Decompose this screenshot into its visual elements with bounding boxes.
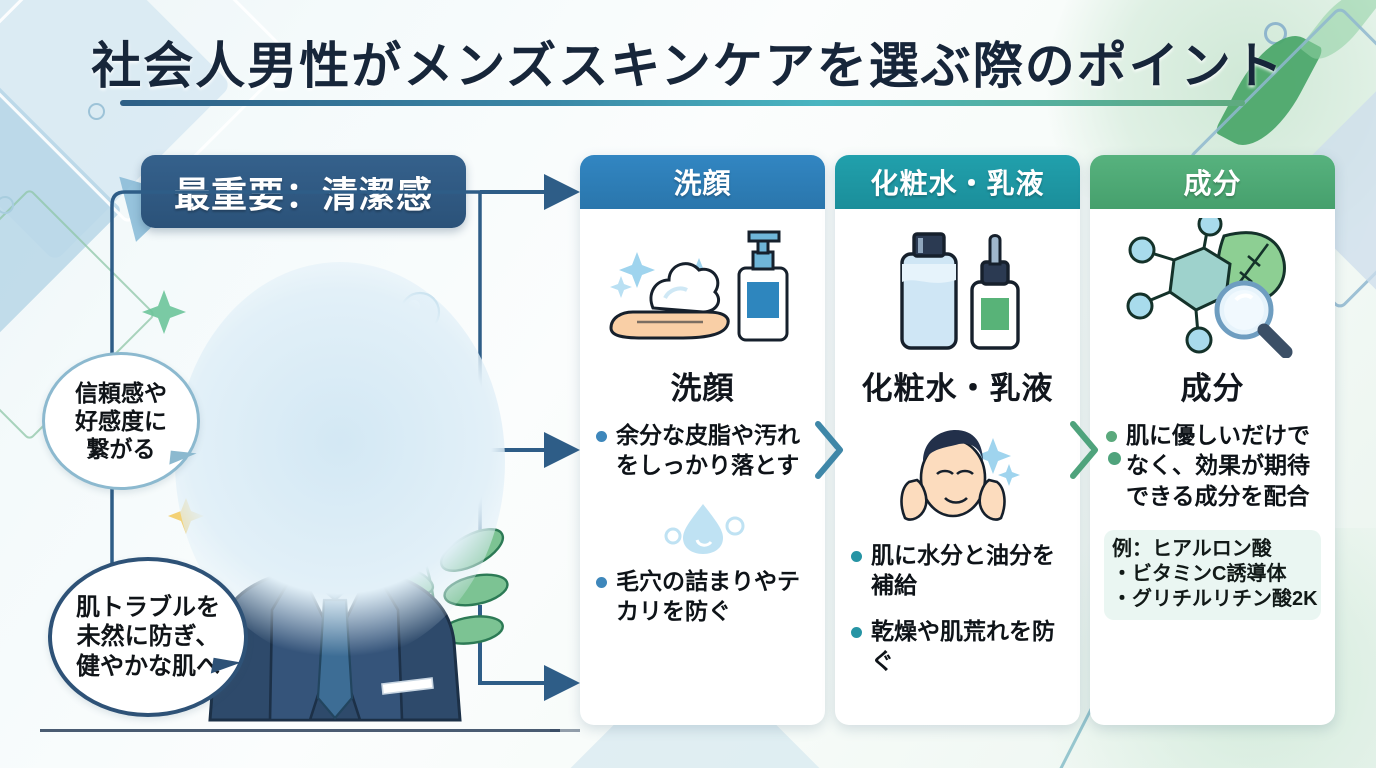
card-cleansing-title: 洗顔 — [670, 371, 735, 406]
prevention-bubble-line-3: 健やかな肌へ — [76, 652, 220, 680]
card-lotion-emulsion-header-label: 化粧水・乳液 — [870, 168, 1045, 199]
card-ingredients[interactable]: 成分 — [1090, 155, 1335, 725]
card-lotion-emulsion-body: 化粧水・乳液 肌に水分と油分を補給 — [835, 209, 1080, 725]
ground-line-dash — [550, 729, 580, 732]
molecule-leaf-magnifier-icon — [1104, 215, 1321, 361]
card-cleansing[interactable]: 洗顔 — [580, 155, 825, 725]
trust-bubble-line-3: 繋がる — [86, 436, 156, 463]
bullet-item: 毛穴の詰まりやテカリを防ぐ — [594, 566, 811, 627]
card-cleansing-header: 洗顔 — [580, 155, 825, 209]
bullet-item: 肌に優しいだけでなく、効果が期待できる成分を配合 — [1104, 420, 1321, 511]
key-point-badge-label: 最重要：清潔感 — [173, 173, 433, 215]
title-underline — [120, 100, 1245, 106]
bullet-dot-icon — [851, 626, 862, 638]
card-ingredients-title: 成分 — [1180, 371, 1245, 406]
trust-bubble-line-2: 好感度に — [75, 407, 167, 434]
bullet-dot-icon — [851, 551, 862, 562]
bullet-text: 乾燥や肌荒れを防ぐ — [871, 617, 1055, 675]
bullet-dot-icon — [1106, 431, 1117, 442]
card-lotion-emulsion[interactable]: 化粧水・乳液 化粧水・乳液 — [835, 155, 1080, 725]
lotion-bottle-serum-dropper-icon — [849, 215, 1066, 361]
page-title: 社会人男性がメンズスキンケアを選ぶ際のポイント — [91, 38, 1285, 94]
card-cleansing-bullets: 余分な皮脂や汚れをしっかり落とす 毛穴の詰まりやテカリを防ぐ — [594, 420, 811, 641]
circle-outline-decoration — [88, 103, 105, 120]
bullet-dot-icon — [596, 431, 607, 442]
chevron-accent-dot — [1108, 452, 1121, 465]
trust-bubble: 信頼感や 好感度に 繋がる — [42, 352, 200, 490]
bullet-text: 毛穴の詰まりやテカリを防ぐ — [616, 567, 800, 625]
bullet-item: 肌に水分と油分を補給 — [849, 540, 1066, 601]
ingredient-example-line-1: 例：ヒアルロン酸 — [1112, 538, 1272, 561]
bullet-text: 肌に水分と油分を補給 — [871, 542, 1055, 599]
chevron-right-icon — [1070, 421, 1098, 479]
card-lotion-emulsion-bullets: 肌に水分と油分を補給 乾燥や肌荒れを防ぐ — [849, 540, 1066, 691]
bullet-text: 余分な皮脂や汚れをしっかり落とす — [616, 422, 800, 479]
trust-bubble-line-1: 信頼感や — [75, 379, 167, 406]
card-ingredients-header-label: 成分 — [1183, 168, 1242, 199]
bullet-text: 肌に優しいだけでなく、効果が期待できる成分を配合 — [1126, 422, 1310, 509]
prevention-bubble-line-2: 未然に防ぎ、 — [76, 623, 220, 651]
card-lotion-emulsion-title: 化粧水・乳液 — [861, 371, 1054, 406]
card-ingredients-body: 成分 肌に優しいだけでなく、効果が期待できる成分を配合 例：ヒアルロン酸 ・ビタ… — [1090, 209, 1335, 725]
face-care-icon — [849, 422, 1066, 530]
bullet-item: 乾燥や肌荒れを防ぐ — [849, 616, 1066, 677]
bullet-dot-icon — [596, 576, 607, 588]
ingredient-example-line-2: ・ビタミンC誘導体 — [1112, 563, 1287, 586]
foam-hand-pump-bottle-icon — [594, 215, 811, 361]
prevention-bubble: 肌トラブルを 未然に防ぎ、 健やかな肌へ — [48, 557, 248, 717]
water-drop-icon — [594, 496, 811, 556]
card-ingredients-header: 成分 — [1090, 155, 1335, 209]
card-cleansing-body: 洗顔 余分な皮脂や汚れをしっかり落とす 毛穴の詰まりやテカリを防 — [580, 209, 825, 725]
card-lotion-emulsion-header: 化粧水・乳液 — [835, 155, 1080, 209]
trust-bubble-tail — [169, 450, 197, 468]
chevron-right-icon — [815, 421, 843, 479]
bullet-item: 余分な皮脂や汚れをしっかり落とす — [594, 420, 811, 481]
circle-outline-decoration — [0, 196, 14, 214]
ground-line — [40, 729, 560, 732]
ingredient-examples-box: 例：ヒアルロン酸 ・ビタミンC誘導体 ・グリチルリチン酸2K — [1104, 530, 1321, 620]
prevention-bubble-line-1: 肌トラブルを — [76, 594, 220, 622]
ingredient-example-line-3: ・グリチルリチン酸2K — [1112, 588, 1318, 611]
card-cleansing-header-label: 洗顔 — [673, 168, 732, 199]
card-ingredients-bullets: 肌に優しいだけでなく、効果が期待できる成分を配合 — [1104, 420, 1321, 526]
